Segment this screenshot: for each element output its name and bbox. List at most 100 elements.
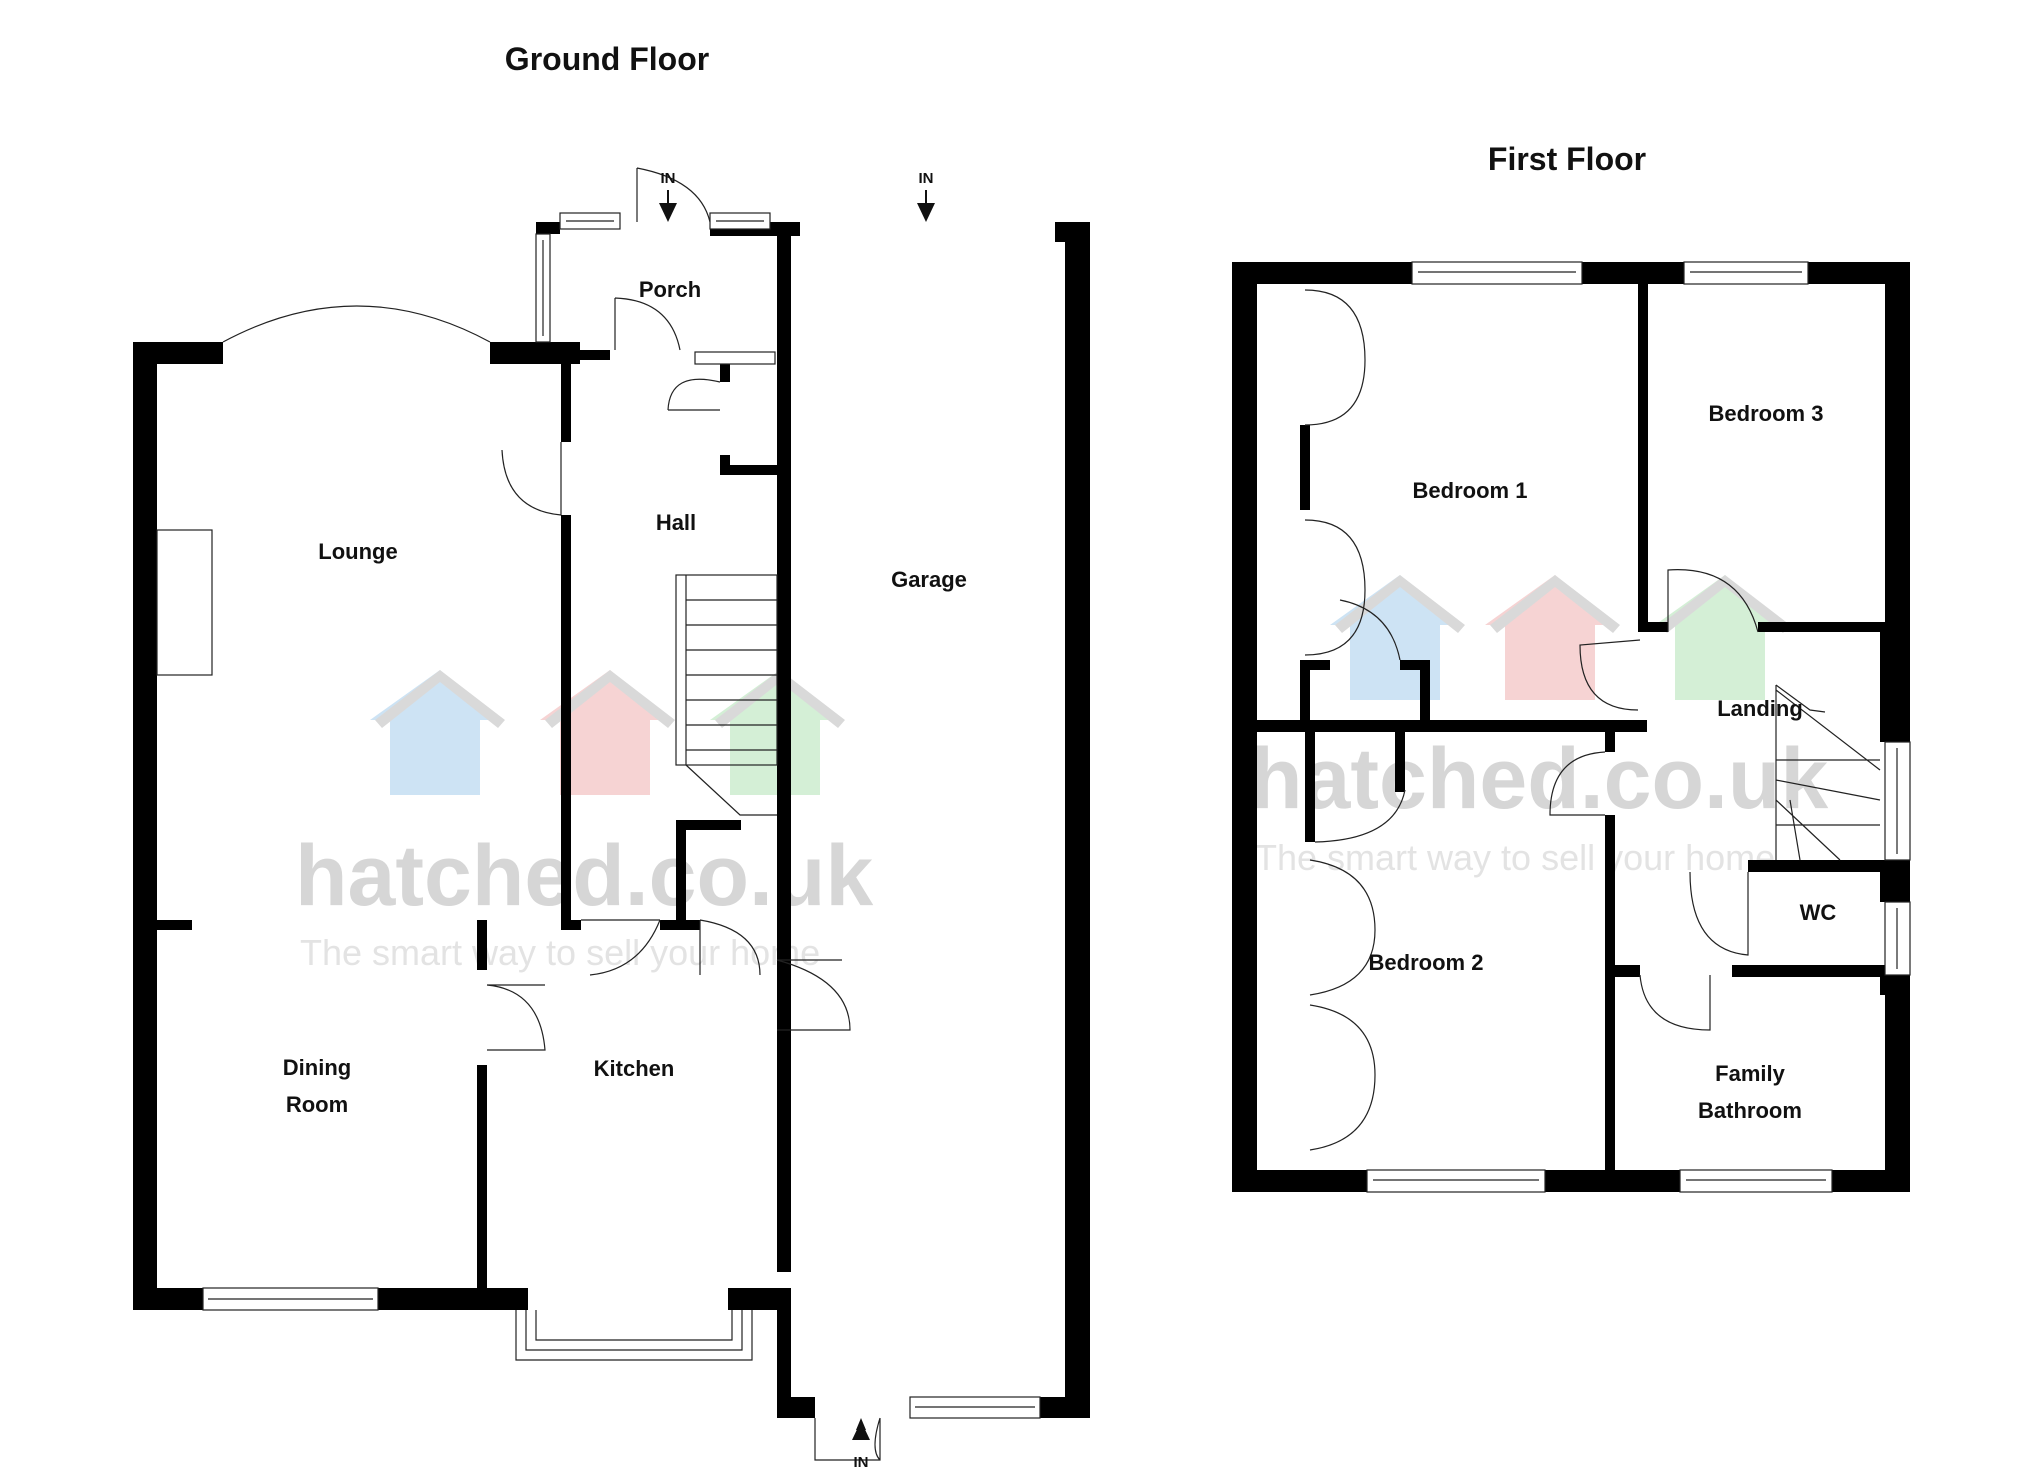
room-bedroom-3: Bedroom 3 [1709,401,1824,426]
wall [561,515,571,920]
wall [676,820,686,920]
wall [1257,720,1647,732]
wall [1638,622,1668,632]
door-swing [1639,974,1711,1031]
wall [1880,872,1910,902]
room-porch: Porch [639,277,701,302]
room-family-bathroom-line1: Family [1715,1061,1785,1086]
wall [561,920,581,930]
wall [720,465,780,475]
first-floor-doors [1304,289,1759,1151]
arrow-down-icon [917,203,935,222]
door-swing [581,919,661,976]
door-swing [1689,871,1749,956]
wall [157,920,192,930]
wall [777,1397,815,1418]
wall [477,1065,487,1310]
room-wc: WC [1800,900,1837,925]
bay-window [222,305,491,343]
watermark-tagline: The smart way to sell your home [1255,837,1775,878]
wardrobe-door [1309,859,1376,996]
room-landing: Landing [1717,696,1803,721]
door-swing [501,442,562,516]
ground-stairs [675,574,778,816]
porch-in-label: IN [661,170,676,187]
room-bedroom-2: Bedroom 2 [1369,950,1484,975]
wall [1395,732,1405,792]
room-bedroom-1: Bedroom 1 [1413,478,1528,503]
wardrobe-door [1309,1004,1376,1151]
wall [1758,622,1895,632]
door-swing [614,297,681,351]
door-swing [699,919,761,976]
window [1366,1169,1546,1193]
door-swing [814,1417,881,1461]
garage-rear-in-label: IN [854,1454,869,1471]
door-swing [667,378,721,411]
door-swing [486,984,546,1051]
watermark-brand: hatched.co.uk [1250,731,1828,827]
first-floor-stairs [1775,684,1881,861]
first-floor-windows [1366,261,1911,1193]
wall [1605,965,1640,977]
wall [1420,660,1430,730]
wall [1808,262,1910,284]
wall [490,342,580,364]
ground-floor-doors [486,167,881,1461]
watermark-tagline: The smart way to sell your home [300,932,820,973]
wall [676,820,741,830]
arrow-down-icon [659,203,677,222]
wall [477,920,487,970]
watermark-house-icon [1330,575,1790,700]
watermark-house-icon [370,670,845,795]
wall [1300,660,1310,730]
wall [1232,262,1412,284]
wall [728,1288,791,1310]
door-swing [1667,569,1759,633]
ground-floor-windows [156,212,1041,1419]
staircase [1775,685,1881,861]
room-lounge: Lounge [318,539,397,564]
bay-window [515,1310,753,1361]
door-swing [1549,751,1606,816]
room-garage: Garage [891,567,967,592]
entry-markers: IN IN IN [659,170,935,1471]
window [1679,1169,1833,1193]
ground-floor-walls [133,222,1090,1418]
wall [1065,222,1090,1418]
door-swing [1314,789,1406,843]
window [694,351,776,365]
wall [777,1300,791,1418]
wall [1638,262,1648,632]
wall [133,1288,203,1310]
ground-floor-title: Ground Floor [505,41,709,77]
wall [580,350,610,360]
wall [1605,732,1615,752]
door-swing [1579,639,1641,711]
door-swing [1339,599,1401,661]
wall [1748,860,1910,872]
wall [720,360,730,382]
wall [1605,815,1615,1170]
wall [378,1288,528,1310]
wall [1880,975,1910,995]
wardrobe-door [1304,519,1366,656]
door-swing [776,959,851,1031]
wall [1582,262,1684,284]
window [1683,261,1809,285]
staircase [675,574,778,766]
wall [1400,660,1430,670]
wall [1300,425,1310,510]
wall [1232,1170,1367,1192]
wall [1545,1170,1680,1192]
wall [1732,965,1910,977]
room-kitchen: Kitchen [594,1056,675,1081]
room-family-bathroom-line2: Bathroom [1698,1098,1802,1123]
wall [660,920,700,930]
room-dining-line1: Dining [283,1055,351,1080]
room-dining-line2: Room [286,1092,348,1117]
wall [133,342,157,1310]
wall [133,342,223,364]
wall [1880,632,1910,742]
